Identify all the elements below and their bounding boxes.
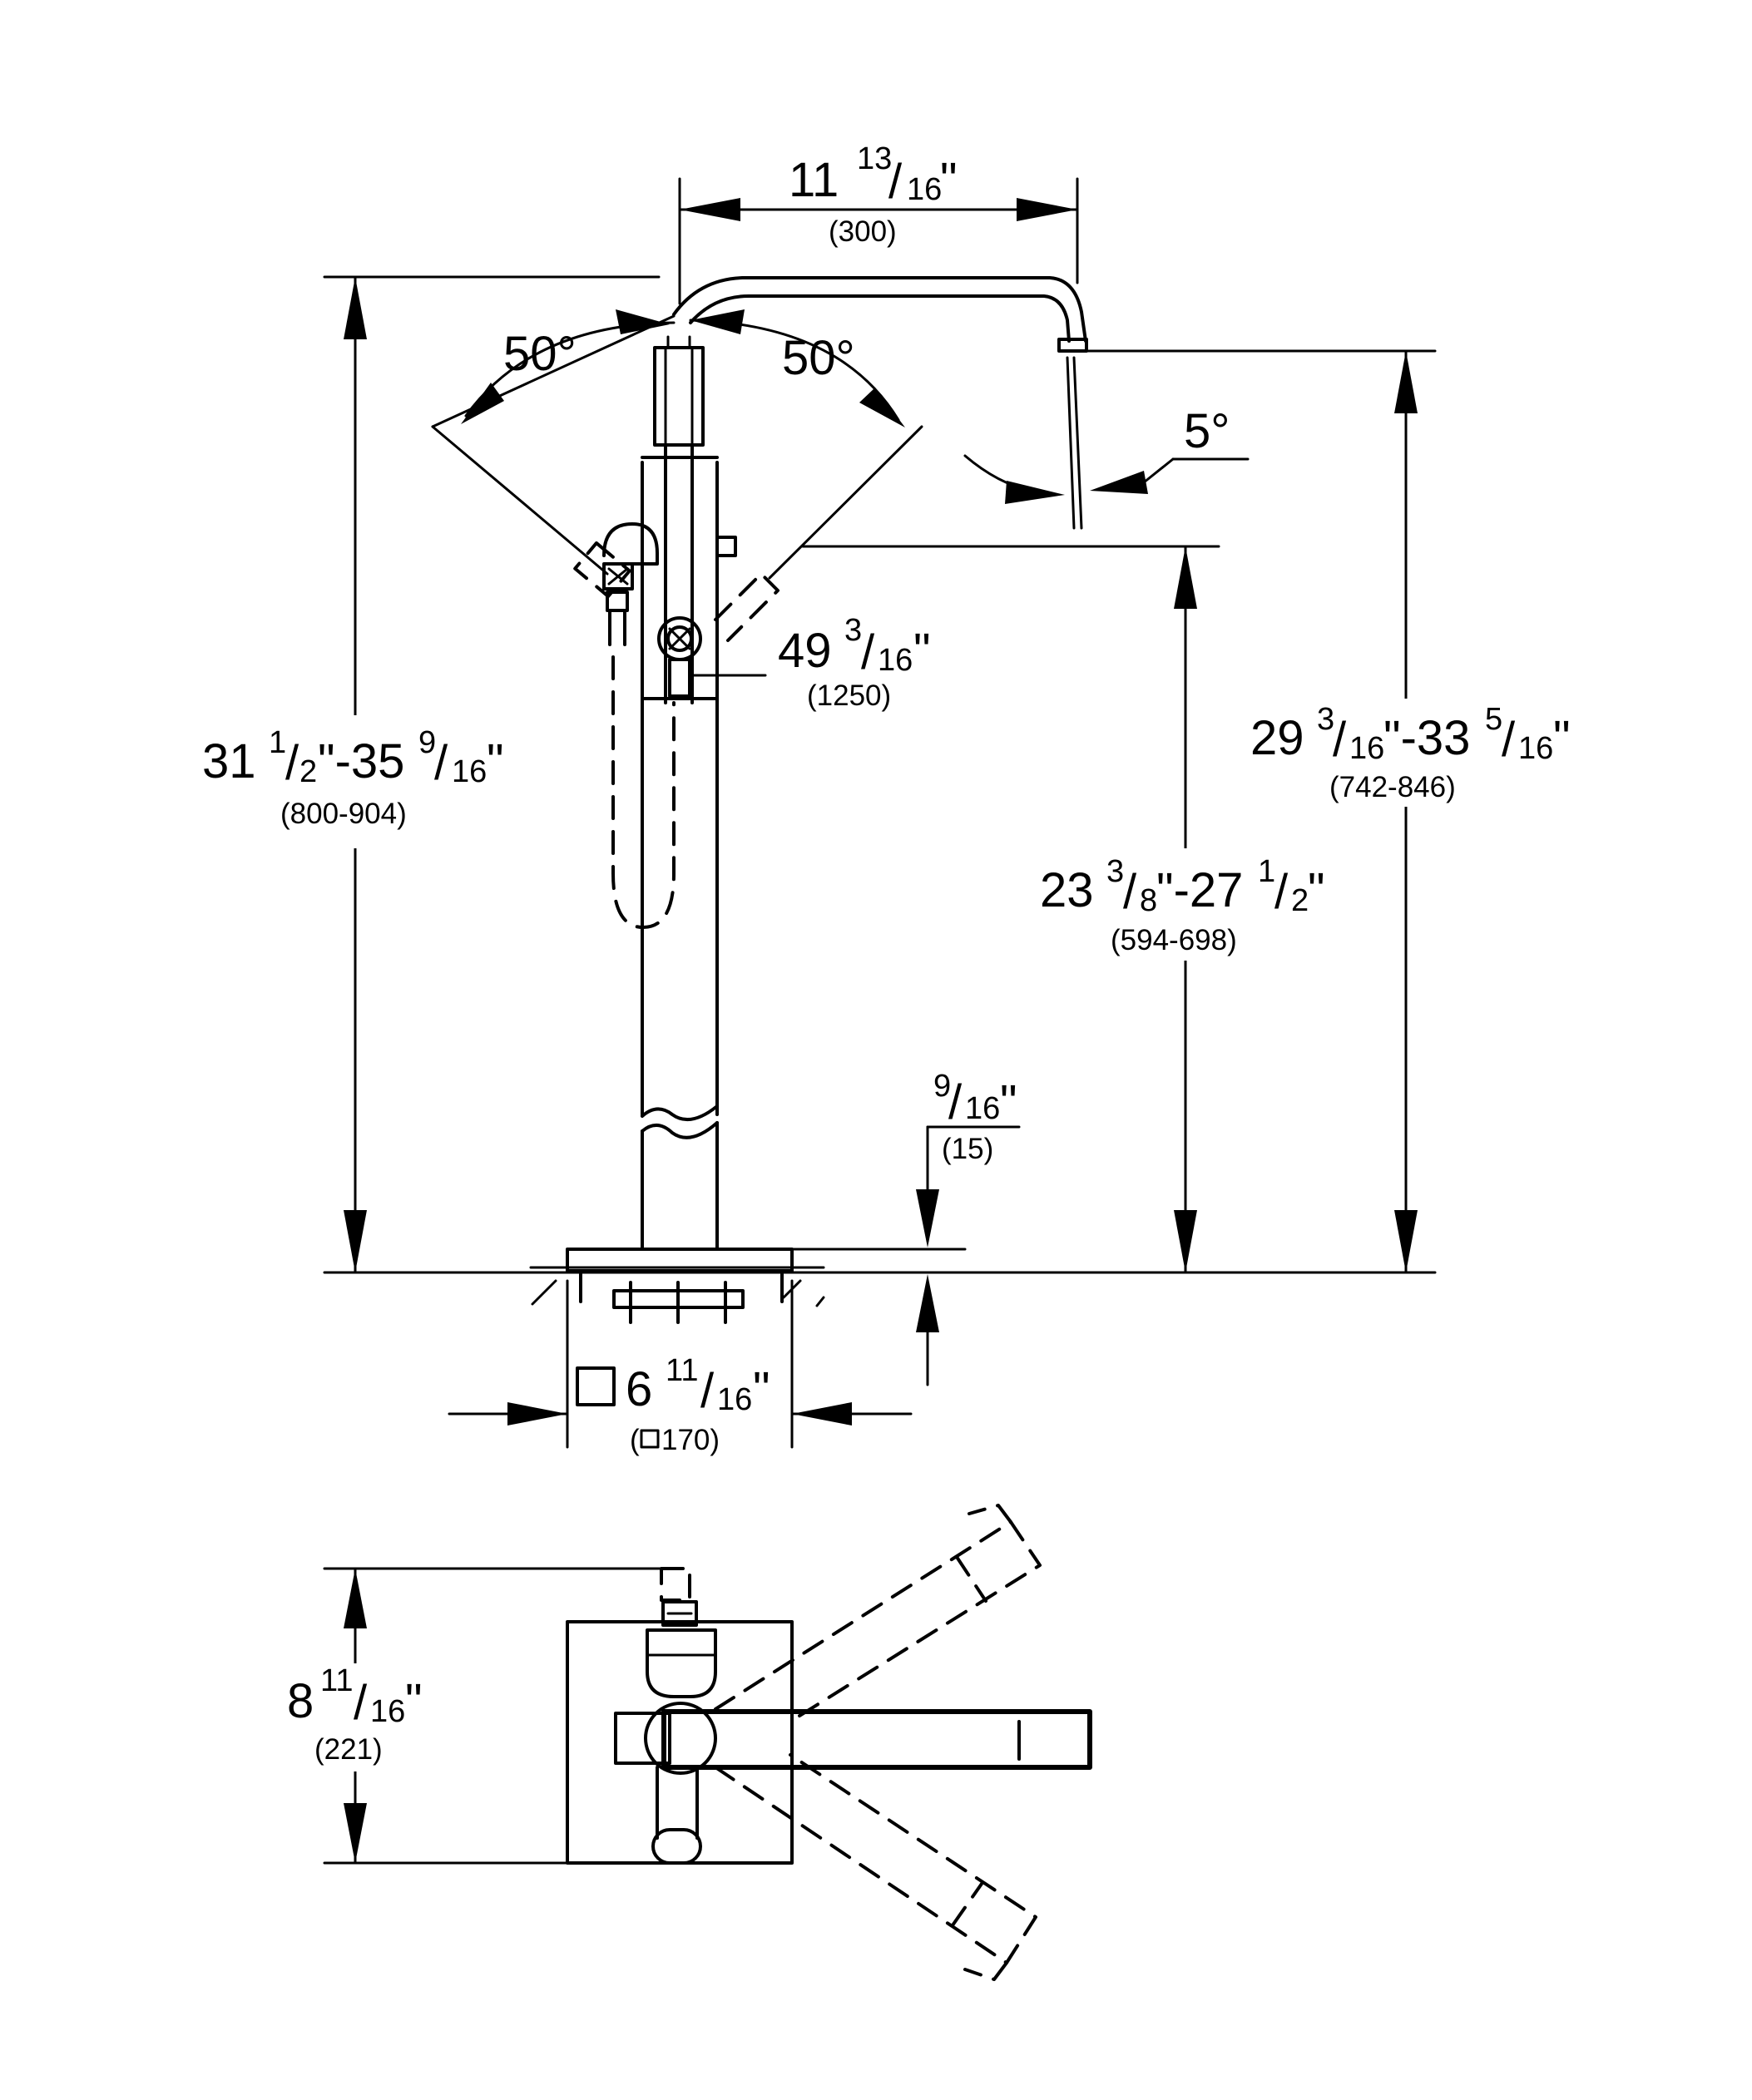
svg-text:23: 23 <box>1040 863 1094 917</box>
spout-reach-metric: (300) <box>829 215 897 248</box>
spout-tilt-label: 5° <box>1184 404 1230 458</box>
svg-text:16: 16 <box>452 754 487 789</box>
spout-reach-unit: " <box>940 153 958 207</box>
spout-reach-num: 13 <box>857 141 892 176</box>
svg-text:2: 2 <box>1291 883 1309 918</box>
plan-depth-whole: 8 <box>287 1674 314 1728</box>
plan-swivel-up <box>714 1504 1042 1723</box>
hose-length-dimension: 49 3 / 16 " (1250) <box>689 613 931 712</box>
plan-column <box>651 1766 702 1865</box>
svg-text:"-27: "-27 <box>1156 863 1243 917</box>
overall-height-metric: (800-904) <box>280 798 407 830</box>
swivel-angle-right: 50° <box>689 309 923 580</box>
square-section-icon <box>576 1366 616 1406</box>
base-plate-metric: 170) <box>661 1424 720 1456</box>
swivel-right-label: 50° <box>782 331 855 385</box>
svg-text:1: 1 <box>269 725 286 760</box>
svg-text:16: 16 <box>1349 731 1384 766</box>
spout <box>672 276 1088 530</box>
swivel-angle-left: 50° <box>431 309 676 576</box>
svg-text:/: / <box>354 1676 368 1730</box>
floor-gap-metric: (15) <box>942 1133 993 1165</box>
spout-reach-dimension: 11 13 / 16 " (300) <box>678 141 1079 305</box>
spout-height-dimension: 29 3 / 16 "-33 5 / 16 " (742-846) <box>1080 349 1579 1274</box>
hose-length-whole: 49 <box>778 624 832 678</box>
spout-tilt-angle: 5° <box>963 404 1250 504</box>
hose-length-metric: (1250) <box>807 679 891 712</box>
svg-text:"-33: "-33 <box>1383 711 1470 765</box>
plan-depth-unit: " <box>405 1674 423 1728</box>
svg-text:"-35: "-35 <box>318 734 404 788</box>
svg-text:/: / <box>1502 713 1516 767</box>
handle-height-dimension: 23 3 / 8 "-27 1 / 2 " (594-698) <box>801 545 1344 1274</box>
base-plate <box>529 1248 825 1324</box>
floor-gap-unit: " <box>1000 1075 1017 1129</box>
svg-text:": " <box>487 734 504 788</box>
svg-text:8: 8 <box>1140 883 1157 918</box>
hose-length-unit: " <box>913 624 931 678</box>
svg-text:3: 3 <box>1106 854 1124 889</box>
svg-text:/: / <box>1274 865 1289 919</box>
floor-gap-num: 9 <box>933 1069 951 1104</box>
plan-hand-shower <box>646 1567 717 1698</box>
elevation-view: 11 13 / 16 " (300) 31 1 / 2 "-35 9 / 16 … <box>200 141 1579 1456</box>
floor-gap-dimension: 9 / 16 " (15) <box>730 1069 1021 1386</box>
plan-swivel-down <box>714 1753 1037 1981</box>
plan-view: 8 11 / 16 " (221) <box>275 1504 1092 1981</box>
svg-text:2: 2 <box>299 754 317 789</box>
svg-text:/: / <box>948 1075 963 1129</box>
svg-text:9: 9 <box>418 725 436 760</box>
hose-length-den: 16 <box>878 643 913 678</box>
svg-text:1: 1 <box>1258 854 1275 889</box>
faucet-body <box>641 456 737 1249</box>
overall-height-dimension: 31 1 / 2 "-35 9 / 16 " (800-904) <box>200 275 661 1274</box>
plan-spout <box>614 1702 1092 1775</box>
svg-text:16: 16 <box>1518 731 1553 766</box>
spout-height-metric: (742-846) <box>1329 771 1456 803</box>
svg-text:5: 5 <box>1485 702 1502 737</box>
plan-depth-num: 11 <box>320 1663 353 1698</box>
svg-text:/: / <box>1123 865 1137 919</box>
base-plate-den: 16 <box>717 1382 752 1417</box>
base-plate-num: 11 <box>666 1353 698 1388</box>
svg-text:/: / <box>285 736 299 790</box>
swivel-left-label: 50° <box>503 327 577 381</box>
spout-reach-den: 16 <box>907 172 942 207</box>
base-plate-unit: " <box>753 1362 770 1416</box>
svg-text:": " <box>1553 711 1571 765</box>
svg-text:": " <box>1308 863 1325 917</box>
floor-gap-den: 16 <box>965 1091 1000 1126</box>
svg-text:31: 31 <box>202 734 256 788</box>
svg-text:3: 3 <box>1317 702 1334 737</box>
svg-text:/: / <box>1333 713 1347 767</box>
plan-depth-den: 16 <box>370 1694 405 1729</box>
svg-text:/: / <box>700 1364 715 1418</box>
shower-hose <box>573 522 779 929</box>
svg-text:/: / <box>861 625 875 679</box>
hand-shower <box>653 335 705 704</box>
base-plate-metric-open: ( <box>630 1424 640 1456</box>
plan-depth-dimension: 8 11 / 16 " (221) <box>275 1567 682 1865</box>
handle-height-metric: (594-698) <box>1111 924 1237 956</box>
svg-text:/: / <box>888 155 903 209</box>
spout-reach-whole: 11 <box>789 153 839 207</box>
square-section-icon-small <box>640 1429 660 1449</box>
plan-depth-metric: (221) <box>314 1733 383 1766</box>
base-plate-dimension: 6 11 / 16 " ( 170) <box>448 1279 913 1456</box>
base-plate-whole: 6 <box>626 1362 652 1416</box>
hose-length-num: 3 <box>844 613 862 648</box>
plan-base-plate <box>566 1620 794 1865</box>
svg-text:/: / <box>434 736 448 790</box>
svg-text:29: 29 <box>1250 711 1304 765</box>
